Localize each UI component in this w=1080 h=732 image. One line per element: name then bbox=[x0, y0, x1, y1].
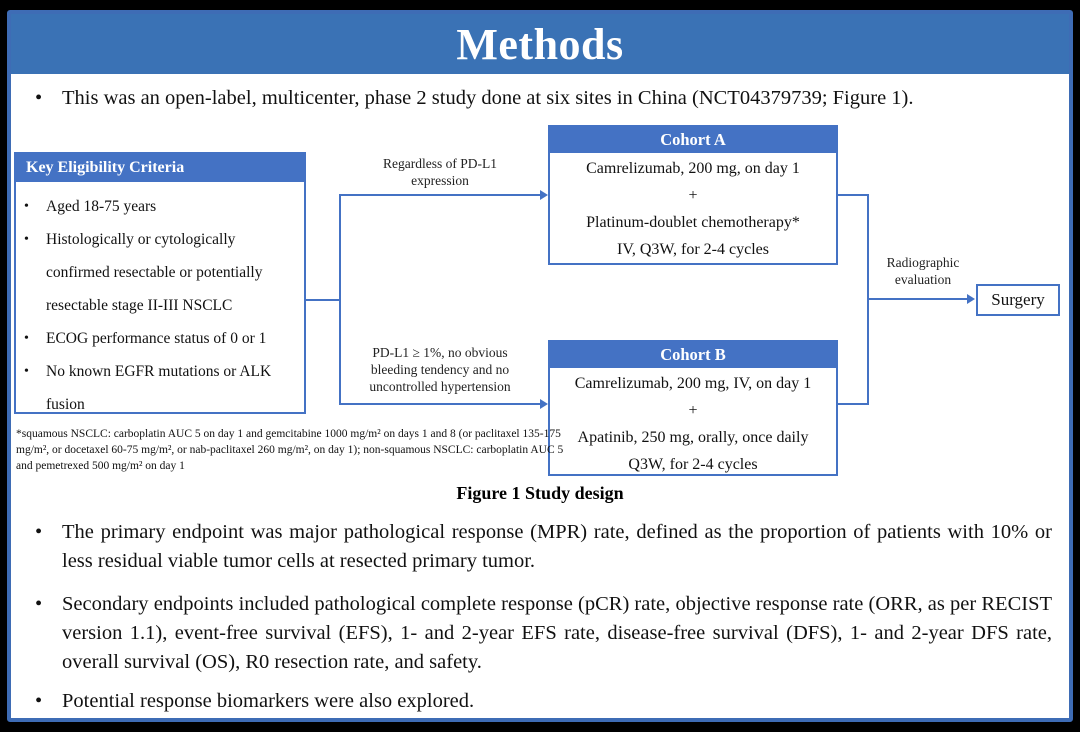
bullet-icon bbox=[24, 223, 46, 322]
arrowhead-icon bbox=[540, 399, 548, 409]
intro-bullet: This was an open-label, multicenter, pha… bbox=[35, 84, 1052, 113]
surgery-label: Surgery bbox=[991, 290, 1045, 309]
connector-to-cohort-b bbox=[339, 403, 542, 405]
intro-bullet-text: This was an open-label, multicenter, pha… bbox=[62, 87, 914, 109]
connector-branch-vertical bbox=[339, 194, 341, 405]
eligibility-header: Key Eligibility Criteria bbox=[16, 154, 304, 182]
bullet-icon bbox=[35, 84, 62, 113]
evaluation-label: Radiographic evaluation bbox=[886, 255, 960, 287]
connector-cohort-b-out bbox=[838, 403, 869, 405]
cohort-b-line: Apatinib, 250 mg, orally, once daily bbox=[577, 429, 809, 446]
cohort-b-line: Q3W, for 2-4 cycles bbox=[628, 456, 758, 473]
cohort-a-line: + bbox=[688, 187, 698, 204]
list-item: Aged 18-75 years bbox=[24, 190, 300, 223]
arrowhead-icon bbox=[540, 190, 548, 200]
bullet-icon bbox=[35, 687, 62, 716]
biomarkers-bullet: Potential response biomarkers were also … bbox=[35, 687, 1052, 716]
figure-caption: Figure 1 Study design bbox=[456, 483, 624, 503]
cohort-b-box: Cohort B Camrelizumab, 200 mg, IV, on da… bbox=[548, 340, 838, 476]
cohort-a-line: Platinum-doublet chemotherapy* bbox=[586, 214, 800, 231]
secondary-endpoints-bullet: Secondary endpoints included pathologica… bbox=[35, 590, 1052, 677]
bullet-icon bbox=[24, 322, 46, 355]
surgery-box: Surgery bbox=[976, 284, 1060, 316]
eligibility-box: Key Eligibility Criteria Aged 18-75 year… bbox=[14, 152, 306, 414]
list-item: ECOG performance status of 0 or 1 bbox=[24, 322, 300, 355]
primary-endpoint-bullet: The primary endpoint was major pathologi… bbox=[35, 518, 1052, 576]
bullet-text: Secondary endpoints included pathologica… bbox=[62, 593, 1052, 673]
connector-eligibility-out bbox=[305, 299, 341, 301]
list-item: Histologically or cytologically confirme… bbox=[24, 223, 300, 322]
arrowhead-icon bbox=[967, 294, 975, 304]
slide: Methods This was an open-label, multicen… bbox=[7, 10, 1073, 722]
connector-cohort-a-out bbox=[838, 194, 869, 196]
figure-footnote: *squamous NSCLC: carboplatin AUC 5 on da… bbox=[16, 428, 564, 472]
bullet-text: Potential response biomarkers were also … bbox=[62, 690, 475, 712]
bullet-icon bbox=[24, 355, 46, 421]
cohort-a-line: IV, Q3W, for 2-4 cycles bbox=[617, 241, 769, 258]
connector-to-surgery bbox=[867, 298, 969, 300]
cohort-b-header: Cohort B bbox=[550, 342, 836, 368]
cohort-a-body: Camrelizumab, 200 mg, on day 1 + Platinu… bbox=[550, 153, 836, 263]
bullet-icon bbox=[24, 190, 46, 223]
branch-label-bottom: PD-L1 ≥ 1%, no obvious bleeding tendency… bbox=[369, 345, 511, 394]
cohort-a-header: Cohort A bbox=[550, 127, 836, 153]
cohort-b-line: Camrelizumab, 200 mg, IV, on day 1 bbox=[574, 375, 812, 392]
cohort-a-line: Camrelizumab, 200 mg, on day 1 bbox=[586, 160, 800, 177]
page-title: Methods bbox=[456, 19, 624, 69]
branch-label-top: Regardless of PD-L1 expression bbox=[383, 156, 497, 188]
bullet-icon bbox=[35, 518, 62, 576]
connector-to-cohort-a bbox=[339, 194, 542, 196]
cohort-b-line: + bbox=[688, 402, 698, 419]
bullet-icon bbox=[35, 590, 62, 677]
list-item: No known EGFR mutations or ALK fusion bbox=[24, 355, 300, 421]
cohort-b-body: Camrelizumab, 200 mg, IV, on day 1 + Apa… bbox=[550, 368, 836, 478]
eligibility-list: Aged 18-75 years Histologically or cytol… bbox=[16, 182, 304, 421]
cohort-a-box: Cohort A Camrelizumab, 200 mg, on day 1 … bbox=[548, 125, 838, 265]
bullet-text: The primary endpoint was major pathologi… bbox=[62, 521, 1052, 572]
title-bar: Methods bbox=[11, 14, 1069, 74]
